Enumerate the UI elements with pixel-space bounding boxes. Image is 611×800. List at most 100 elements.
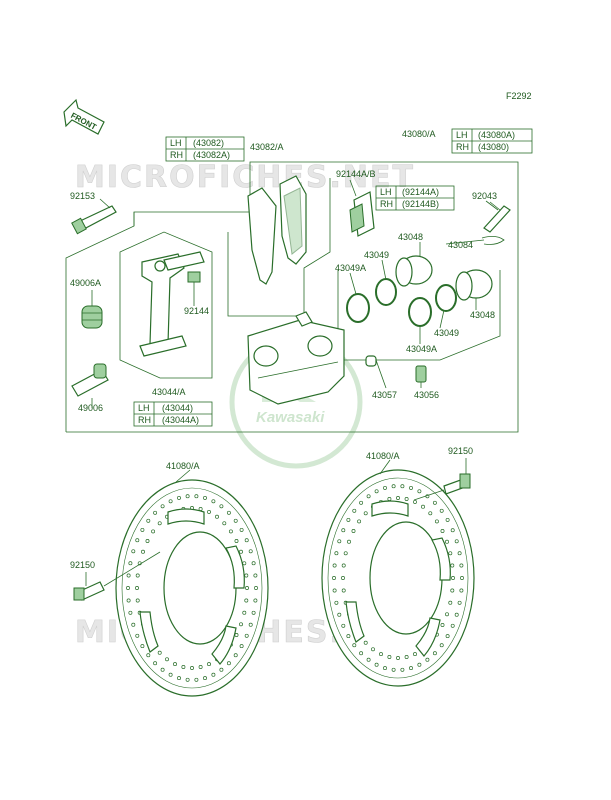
disc-hole (253, 598, 258, 603)
disc-hole (332, 563, 337, 568)
disc-hole (254, 586, 258, 590)
part-label-43049-lower: 43049 (434, 328, 459, 338)
disc-hole (244, 633, 249, 638)
disc-hole (404, 497, 409, 501)
disc-hole (445, 517, 450, 522)
disc-hole (194, 677, 199, 682)
bracket-row1-part: (43044) (162, 403, 193, 413)
disc-hole (450, 623, 455, 628)
disc-hole (383, 485, 387, 490)
disc-hole (439, 508, 444, 513)
bracket-row2-side: RH (138, 415, 151, 425)
disc-hole (239, 644, 244, 649)
disc-hole (128, 561, 133, 566)
part-label-43049A-lower: 43049A (406, 344, 437, 354)
disc-hole (334, 551, 339, 556)
part-label-41080A-left: 41080/A (166, 461, 200, 471)
disc-hole (391, 667, 396, 672)
disc-hole (341, 588, 346, 593)
pin-92043-icon (483, 201, 511, 233)
disc-hole (459, 588, 464, 593)
disc-hole (253, 573, 258, 578)
disc-hole (135, 573, 140, 578)
disc-hole (417, 662, 422, 667)
piston-lower-icon (455, 269, 493, 301)
disc-hole (371, 647, 375, 652)
seal-43049-lower-icon (435, 284, 457, 312)
disc-hole (140, 644, 145, 649)
part-label-43082A: 43082/A (250, 142, 284, 152)
disc-hole (352, 643, 357, 648)
clip-92144-icon (187, 271, 201, 306)
disc-hole (140, 527, 145, 532)
part-label-43084: 43084 (448, 240, 473, 250)
disc-hole (239, 549, 243, 554)
part-label-41080A-right: 41080/A (366, 451, 400, 461)
disc-hole (450, 563, 455, 568)
part-label-43044A: 43044/A (152, 387, 186, 397)
disc-hole (457, 551, 462, 556)
disc-hole (332, 576, 336, 580)
disc-hole (233, 518, 238, 523)
disc-hole (141, 549, 145, 554)
part-label-49006: 49006 (78, 403, 103, 413)
disc-hole (207, 662, 211, 667)
disc-hole (346, 634, 351, 639)
bracket-lh-rh-table: LH (43044) RH (43044A) (133, 401, 213, 427)
caliper-body-icon (247, 311, 345, 405)
disc-hole (234, 633, 239, 637)
part-label-92043: 92043 (472, 191, 497, 201)
caliper-row2-side: RH (456, 142, 469, 152)
disc-hole (126, 573, 131, 578)
disc-hole (226, 510, 231, 515)
disc-hole (404, 655, 409, 659)
disc-hole (366, 657, 371, 662)
disc-hole (233, 653, 238, 658)
bracket-row2-part: (43044A) (162, 415, 199, 425)
disc-hole (432, 500, 437, 505)
disc-hole (341, 563, 346, 568)
disc-hole (434, 519, 439, 524)
disc-hole (374, 662, 379, 667)
part-label-43049-upper: 43049 (364, 250, 389, 260)
shims-row2-part: (92144B) (402, 199, 439, 209)
disc-hole (165, 657, 169, 662)
bolt-92153-icon (71, 198, 117, 235)
caliper-row1-side: LH (456, 130, 468, 140)
disc-hole (215, 514, 219, 519)
disc-hole (440, 623, 445, 627)
seal-43049-upper-icon (375, 278, 397, 306)
disc-hole (409, 666, 413, 671)
disc-hole (346, 517, 351, 522)
disc-hole (347, 539, 351, 544)
pads-lh-rh-table: LH (43082) RH (43082A) (165, 136, 245, 162)
pads-row2-part: (43082A) (193, 150, 230, 160)
part-label-43048-upper: 43048 (398, 232, 423, 242)
disc-hole (177, 676, 181, 681)
disc-hole (157, 650, 162, 655)
disc-hole (131, 549, 136, 554)
disc-hole (251, 610, 256, 615)
disc-hole (337, 612, 342, 617)
disc-hole (153, 661, 158, 666)
part-label-92153: 92153 (70, 191, 95, 201)
bleeder-valve-43056-icon (415, 365, 427, 388)
disc-hole (363, 640, 368, 645)
disc-hole (135, 633, 140, 638)
shims-row1-part: (92144A) (402, 187, 439, 197)
disc-hole (145, 539, 150, 543)
disc-hole (391, 484, 396, 489)
seal-43049A-lower-icon (408, 297, 432, 327)
disc-hole (126, 586, 130, 590)
disc-hole (454, 612, 459, 617)
disc-hole (146, 653, 151, 658)
disc-hole (428, 511, 433, 516)
brake-disc-right-icon (321, 469, 475, 687)
pin-49006-icon (71, 363, 109, 397)
disc-hole (135, 586, 139, 590)
disc-hole (244, 573, 249, 578)
disc-hole (400, 484, 405, 489)
piston-upper-icon (395, 255, 433, 287)
disc-hole (185, 677, 190, 682)
disc-hole (239, 527, 244, 532)
